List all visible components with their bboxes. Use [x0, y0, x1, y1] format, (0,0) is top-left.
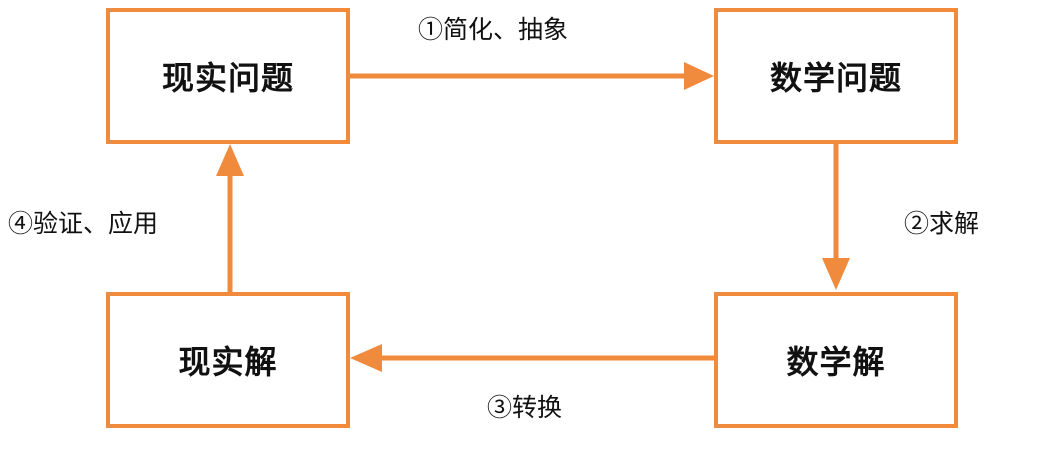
node-real-solution: 现实解: [106, 292, 350, 428]
node-math-problem: 数学问题: [714, 8, 958, 144]
node-real-problem: 现实问题: [106, 8, 350, 144]
arrow-simplify-abstract: [350, 62, 714, 90]
node-real-solution-label: 现实解: [178, 343, 278, 381]
arrow-convert: [350, 344, 714, 372]
node-real-problem-label: 现实问题: [161, 59, 294, 97]
edge-label-convert: ③转换: [487, 393, 563, 422]
node-math-solution: 数学解: [714, 292, 958, 428]
node-math-problem-label: 数学问题: [769, 59, 902, 97]
arrow-solve: [822, 144, 850, 290]
edge-label-simplify-abstract: ①简化、抽象: [418, 15, 569, 44]
edge-label-verify-apply: ④验证、应用: [8, 209, 159, 238]
node-math-solution-label: 数学解: [786, 343, 886, 381]
edge-label-solve: ②求解: [904, 209, 980, 238]
arrow-verify-apply: [216, 144, 244, 292]
